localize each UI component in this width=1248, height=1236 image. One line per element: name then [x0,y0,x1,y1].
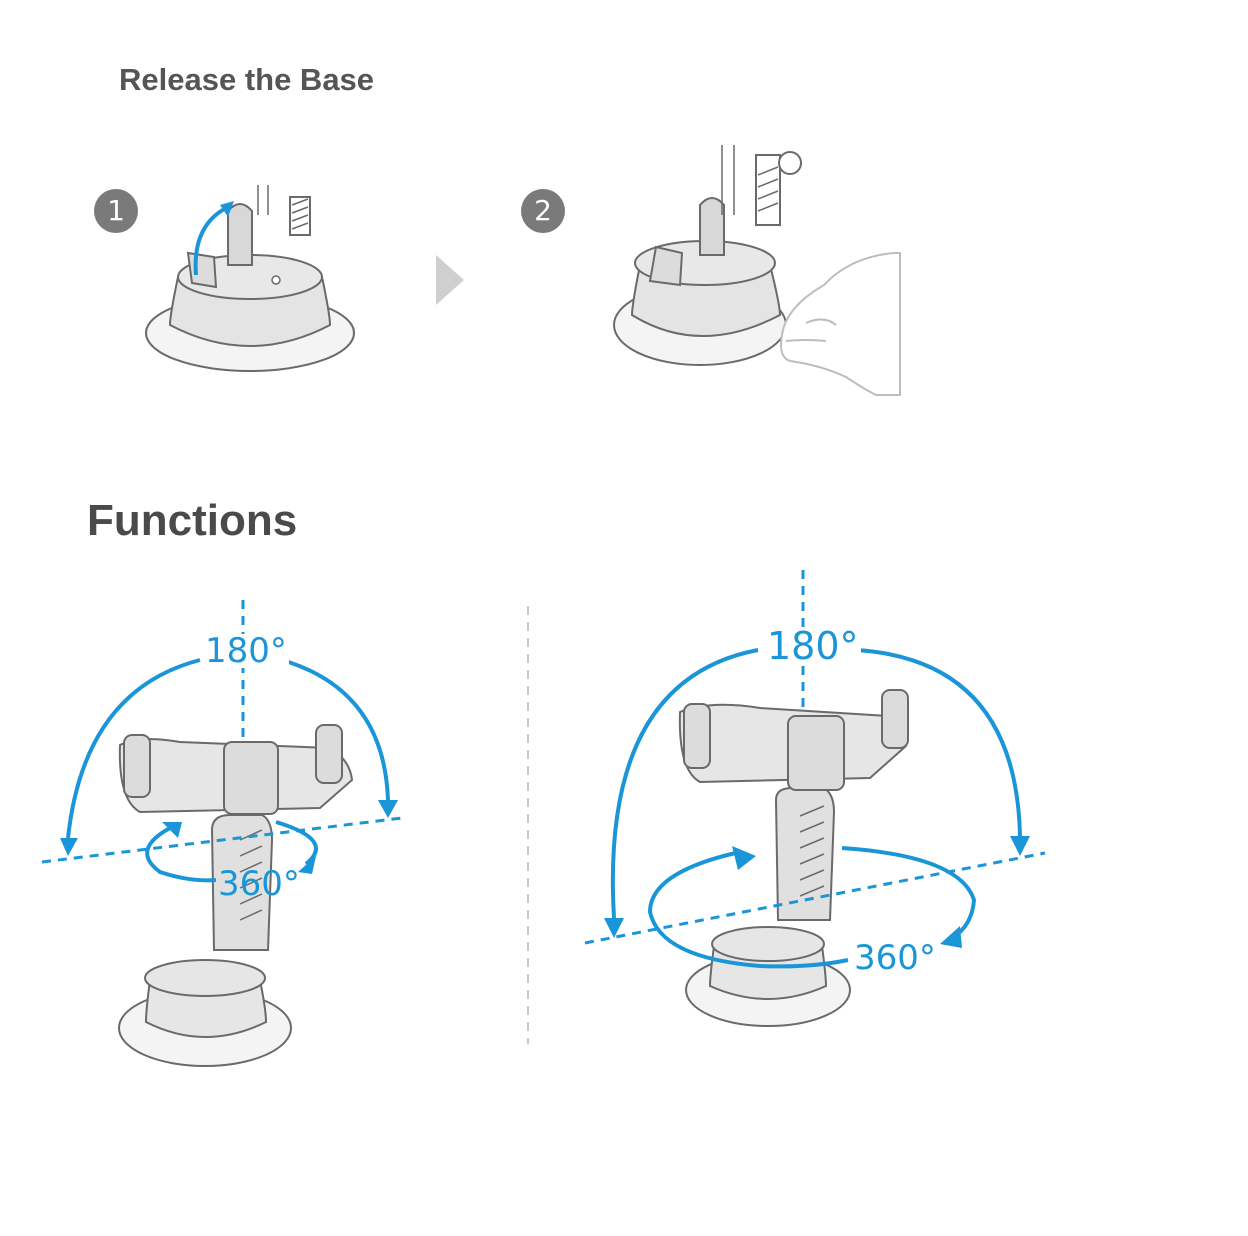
step-1-badge: 1 [94,189,138,233]
step-2-badge: 2 [521,189,565,233]
left-rotate-label: 360° [218,864,300,904]
right-tilt-label: 180° [765,624,861,668]
left-tilt-label: 180° [203,631,289,671]
hand-icon [780,252,901,396]
next-step-arrow-icon [436,255,464,305]
step-2-base-illustration [613,145,901,396]
step-1-base-illustration [145,185,355,372]
release-section-title: Release the Base [119,62,375,97]
step-arrow-icon [193,205,229,276]
right-rotate-label: 360° [852,938,938,978]
functions-section-title: Functions [87,496,298,545]
